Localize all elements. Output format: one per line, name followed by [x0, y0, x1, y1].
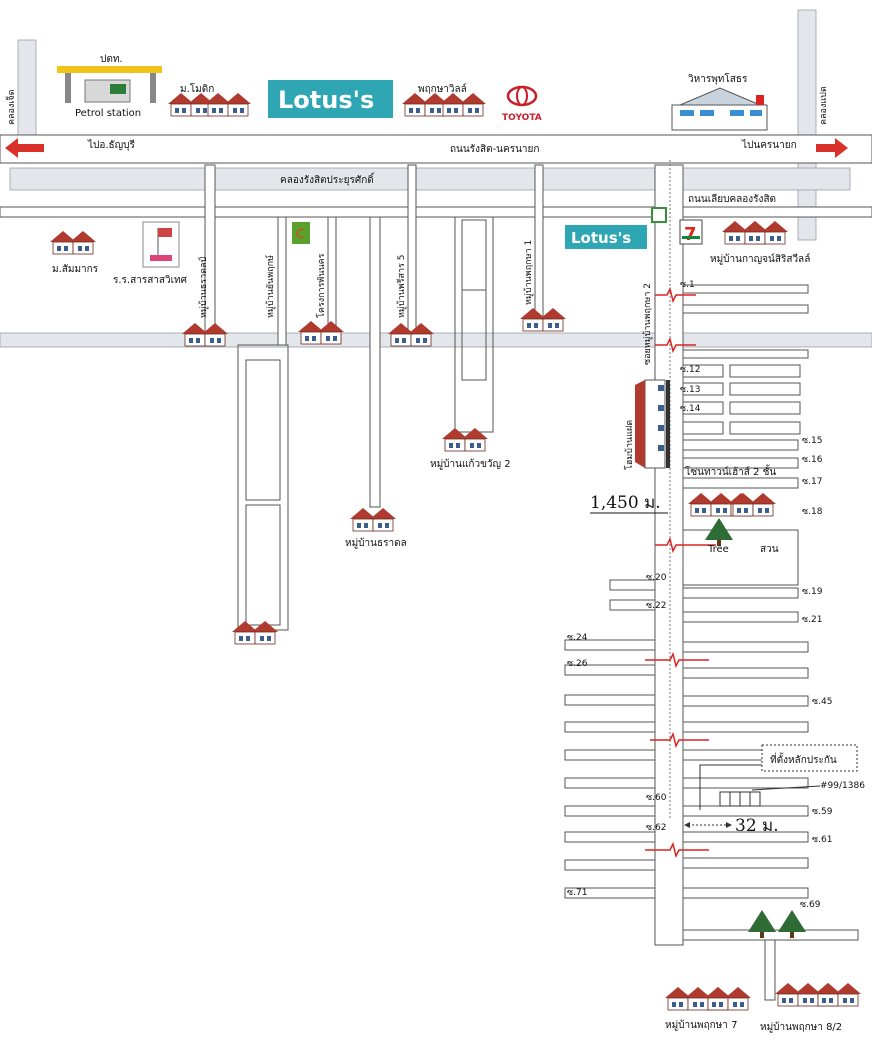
- school-icon: [142, 221, 180, 268]
- house-icon: [729, 492, 777, 517]
- target-number: #99/1386: [820, 781, 865, 791]
- house-icon: [49, 230, 97, 255]
- soi-label: ซ.45: [812, 697, 832, 707]
- ptt-label: Petrol station: [75, 108, 141, 119]
- house-icon: [349, 507, 397, 532]
- soi-label: ซ.18: [802, 507, 823, 517]
- road-main-label: ถนนรังสิต-นครนายก: [450, 144, 539, 155]
- soi-label: ซ.59: [812, 807, 833, 817]
- village-2: หมู่บ้านยันพฤกษ์: [264, 255, 276, 318]
- house-icon: [231, 620, 279, 645]
- target-label: ที่ตั้งหลักประกัน: [770, 752, 837, 766]
- temple-label: วิหารพุทโสธร: [688, 72, 748, 85]
- dir-right: ไปนครนายก: [741, 139, 797, 151]
- house-icon: [204, 92, 252, 117]
- sammakorn-label: ม.สัมมากร: [52, 264, 99, 275]
- shop-icon: C: [292, 222, 310, 244]
- main-road: [0, 134, 872, 164]
- svg-text:Lotus's: Lotus's: [571, 229, 631, 247]
- homes-label: โฮมบ้านแฝด: [624, 420, 635, 470]
- soi-label: ซ.21: [802, 615, 822, 625]
- distance2-label: 32 ม.: [735, 816, 779, 836]
- temple-building: [671, 87, 768, 131]
- distance-label: 1,450 ม.: [590, 493, 661, 513]
- soi-label: ซ.12: [680, 365, 700, 375]
- canal-left-label: คลองเจ็ด: [4, 89, 17, 125]
- soi-label: ซ.26: [567, 659, 588, 669]
- house-icon: [741, 220, 789, 245]
- pruksa82-label: หมู่บ้านพฤกษา 8/2: [760, 1021, 842, 1033]
- seven-eleven-logo: 7: [679, 219, 703, 245]
- lotus-logo-top: Lotus's: [268, 80, 393, 118]
- soi-label: ซ.16: [802, 455, 823, 465]
- house-icon: [814, 982, 862, 1007]
- side-road: [0, 206, 872, 218]
- dir-left: ไปอ.ธัญบุรี: [87, 139, 136, 151]
- soi-label: ซ.1: [680, 280, 695, 290]
- soi-label: ซ.69: [800, 900, 821, 910]
- school-label: ร.ร.สารสาสวิเทศ: [113, 275, 188, 286]
- village-6: หมู่บ้านแก้วขวัญ 2: [430, 458, 511, 470]
- house-icon: [439, 92, 487, 117]
- soi-label: ซ.71: [567, 888, 587, 898]
- soi-label: ซ.61: [812, 835, 832, 845]
- ptt-station: [57, 66, 162, 103]
- road-side-label: ถนนเลียบคลองรังสิต: [688, 193, 776, 205]
- soi-label: ซ.19: [802, 587, 823, 597]
- twin-homes: [635, 379, 670, 469]
- soi-label: ซ.62: [646, 823, 666, 833]
- soi-label: ซ.14: [680, 404, 701, 414]
- house-icon: [441, 427, 489, 452]
- mid-canal: [0, 332, 872, 348]
- ganasiri-label: หมู่บ้านกาญจน์สิริสวีลล์: [710, 253, 810, 265]
- lotus-logo-side: Lotus's: [565, 225, 647, 249]
- tree-label: Tree: [707, 544, 729, 555]
- house-icon: [704, 986, 752, 1011]
- village-5: หมู่บ้านพฤกษา 1: [523, 240, 534, 305]
- svg-text:C: C: [296, 227, 304, 241]
- soi-label: ซ.24: [567, 633, 588, 643]
- soi-label: ซ.22: [646, 601, 666, 611]
- canal-right-label: คลองแปด: [819, 86, 829, 125]
- arrow-left-icon: [5, 138, 44, 158]
- intersection-icon: [651, 207, 667, 223]
- village-1: หมู่บ้านธราดลป์: [197, 256, 209, 318]
- svg-text:7: 7: [684, 224, 697, 245]
- soi-label: ซ.17: [802, 477, 822, 487]
- toyota-logo: TOYOTA: [502, 85, 542, 123]
- house-icon: [167, 92, 215, 117]
- village-4: หมู่บ้านพรีสาร 5: [396, 254, 407, 318]
- svg-text:Lotus's: Lotus's: [278, 86, 374, 114]
- house-icon: [401, 92, 449, 117]
- townhome-label: โซนทาวน์เฮ้าส์ 2 ชั้น: [685, 464, 776, 478]
- soi-label: ซ.13: [680, 385, 700, 395]
- village-7: หมู่บ้านธราดล: [345, 537, 407, 549]
- soi-pruksa-2-label: ซอยหมู่บ้านพฤกษา 2: [642, 283, 653, 365]
- ptt-title: ปตท.: [100, 54, 123, 65]
- pruksa-ville-label: พฤกษาวิลล์: [418, 83, 467, 95]
- target-property: [699, 744, 858, 810]
- soi-label: ซ.15: [802, 436, 822, 446]
- garden-label: สวน: [760, 544, 779, 555]
- canal-main-label: คลองรังสิตประยุรศักดิ์: [280, 172, 375, 186]
- house-icon: [297, 320, 345, 345]
- svg-text:TOYOTA: TOYOTA: [502, 113, 542, 123]
- soi-label: ซ.60: [646, 793, 667, 803]
- canal-right: [797, 9, 817, 241]
- main-canal: [9, 167, 851, 191]
- canal-left: [17, 39, 37, 141]
- village-3: โครงการพันนคร: [316, 253, 327, 318]
- soi-label: ซ.20: [646, 573, 667, 583]
- arrow-right-icon: [816, 138, 848, 158]
- modik-label: ม.โมดิก: [180, 82, 214, 95]
- pruksa7-label: หมู่บ้านพฤกษา 7: [665, 1019, 737, 1031]
